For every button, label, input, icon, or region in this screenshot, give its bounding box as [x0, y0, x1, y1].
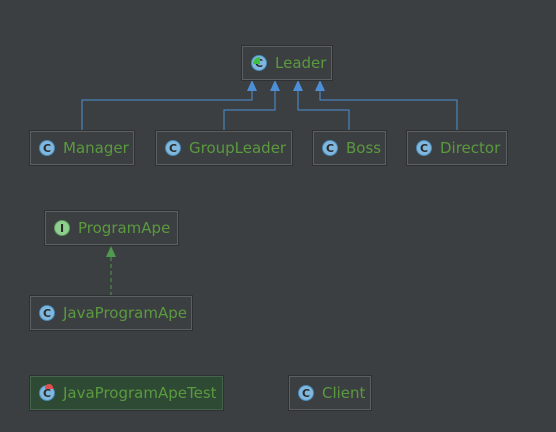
class-name: Manager [63, 139, 129, 157]
arrowhead-icon [106, 246, 116, 257]
class-icon: C [39, 140, 55, 156]
class-name: JavaProgramApeTest [63, 384, 217, 402]
class-node-groupleader[interactable]: C GroupLeader [156, 131, 292, 165]
interface-node-programape[interactable]: I ProgramApe [45, 211, 178, 245]
test-class-icon: C [39, 384, 55, 401]
class-icon: C [416, 140, 432, 156]
class-node-leader[interactable]: C Leader [242, 46, 332, 80]
edge-groupleader-extends-leader [223, 80, 280, 130]
class-node-javaprogramapetest[interactable]: C JavaProgramApeTest [30, 376, 223, 410]
arrowhead-icon [270, 80, 280, 91]
arrowhead-icon [247, 80, 257, 91]
abstract-class-icon: C [251, 55, 267, 71]
arrowhead-icon [315, 80, 325, 91]
class-node-manager[interactable]: C Manager [30, 131, 134, 165]
class-icon: C [322, 140, 338, 156]
interface-icon: I [54, 220, 70, 236]
arrowhead-icon [293, 80, 303, 91]
class-icon: C [39, 305, 55, 321]
class-node-boss[interactable]: C Boss [313, 131, 386, 165]
class-name: JavaProgramApe [63, 304, 187, 322]
edge-boss-extends-leader [293, 80, 350, 130]
class-node-director[interactable]: C Director [407, 131, 507, 165]
class-node-client[interactable]: C Client [289, 376, 371, 410]
class-name: Director [440, 139, 501, 157]
edge-director-extends-leader [315, 80, 458, 130]
class-node-javaprogramape[interactable]: C JavaProgramApe [30, 296, 192, 330]
edge-javaprogramape-implements-programape [106, 246, 116, 296]
class-name: Leader [275, 54, 327, 72]
class-name: GroupLeader [189, 139, 287, 157]
edge-manager-extends-leader [81, 80, 257, 130]
interface-name: ProgramApe [78, 219, 171, 237]
class-name: Boss [346, 139, 382, 157]
class-icon: C [298, 385, 314, 401]
class-name: Client [322, 384, 366, 402]
class-icon: C [165, 140, 181, 156]
